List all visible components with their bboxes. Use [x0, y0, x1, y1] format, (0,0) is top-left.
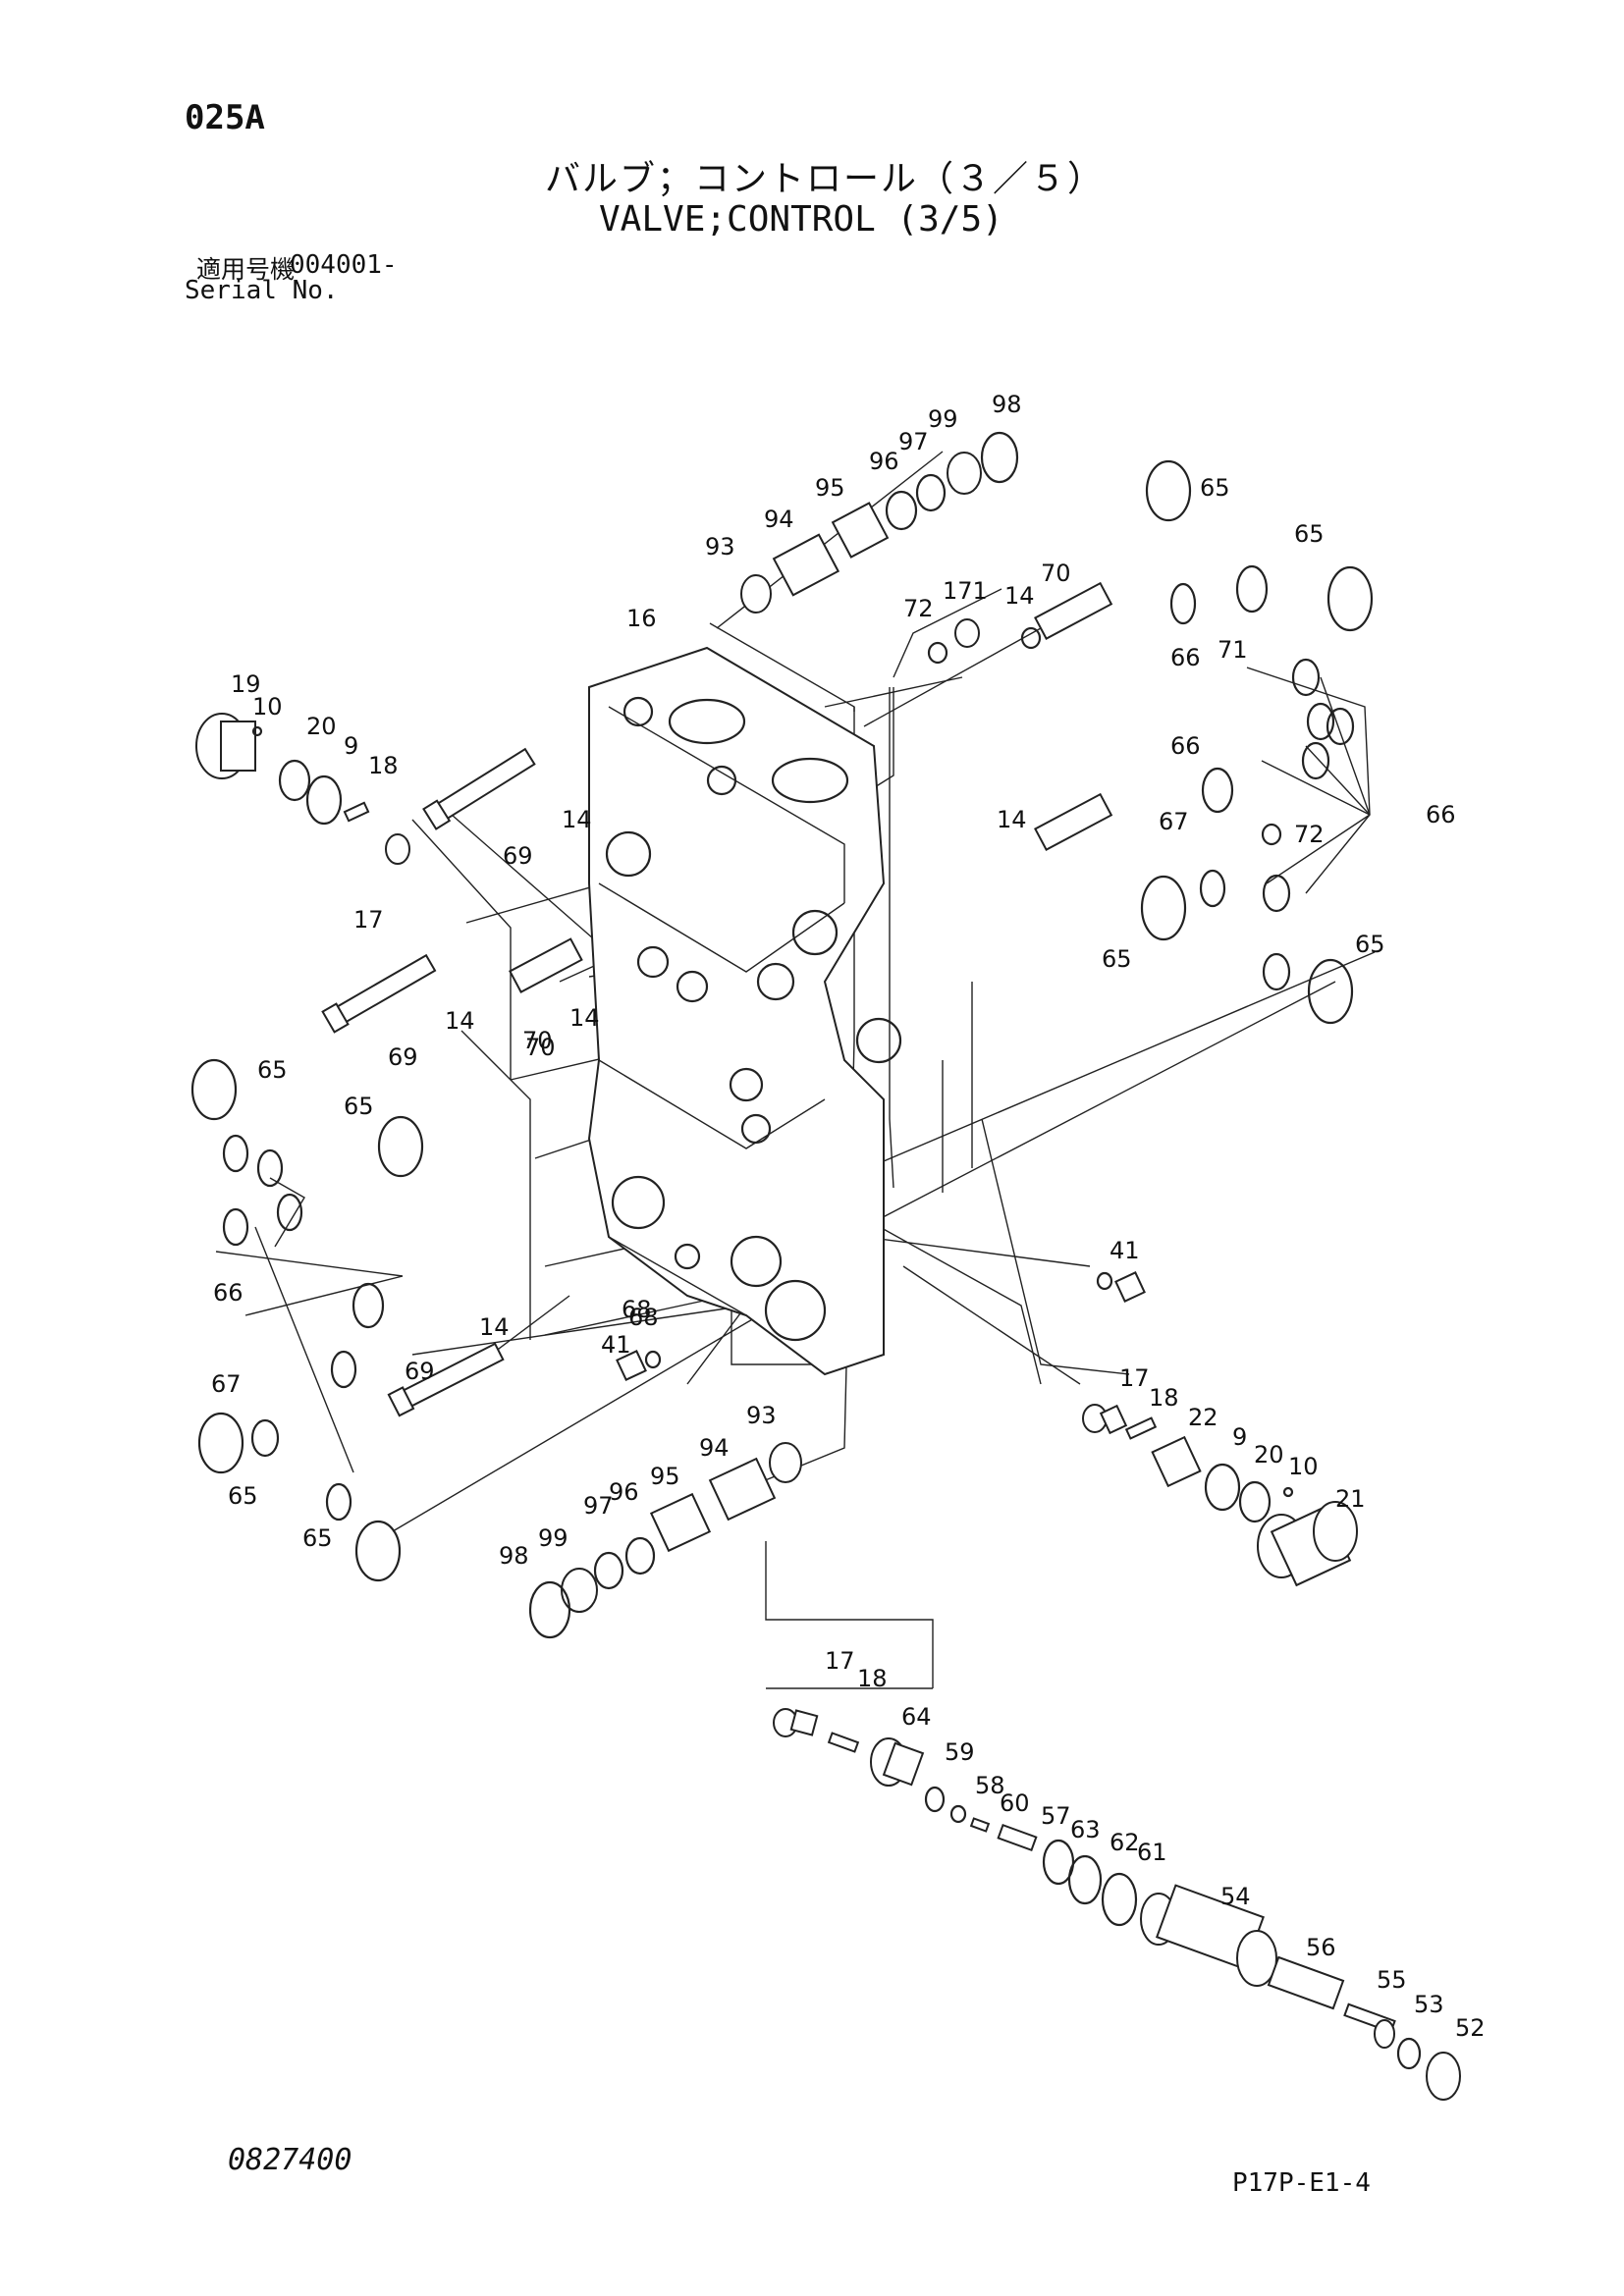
callout-label: 10 — [252, 693, 283, 721]
callout-label: 56 — [1306, 1934, 1336, 1961]
callout-label: 70 — [1041, 560, 1071, 587]
spring-assembly-upper — [740, 431, 1042, 665]
callout-label: 64 — [901, 1703, 932, 1731]
callout-label: 16 — [626, 605, 657, 632]
callout-label: 14 — [562, 806, 592, 833]
callout-label: 14 — [479, 1313, 510, 1341]
callout-label: 66 — [213, 1279, 244, 1307]
callout-label: 67 — [211, 1370, 242, 1398]
callout-label: 65 — [1200, 474, 1230, 502]
plug-assembly-left — [195, 713, 410, 865]
valve-body — [587, 646, 902, 1376]
relief-valve-assembly — [773, 1708, 1461, 2101]
callout-label: 99 — [928, 405, 958, 433]
callout-label: 20 — [306, 713, 337, 740]
callout-label: 96 — [869, 448, 899, 475]
callout-label: 18 — [1149, 1384, 1179, 1412]
callout-label: 59 — [945, 1738, 975, 1766]
callout-label: 17 — [1119, 1364, 1150, 1392]
callout-label: 20 — [1254, 1441, 1284, 1468]
callout-label: 97 — [898, 428, 929, 455]
callout-label: 41 — [601, 1331, 631, 1359]
callout-label: 65 — [1355, 931, 1385, 958]
callout-label: 95 — [650, 1463, 680, 1490]
callout-label: 69 — [503, 842, 533, 870]
callout-label: 65 — [228, 1482, 258, 1510]
callout-label: 17 — [825, 1647, 855, 1675]
callout-label: 14 — [1004, 582, 1035, 610]
document-number: 0827400 — [228, 2143, 352, 2177]
callout-label: 95 — [815, 474, 845, 502]
callout-label: 66 — [1426, 801, 1456, 828]
callout-label: 60 — [1000, 1789, 1030, 1817]
callout-label: 53 — [1414, 1991, 1444, 2018]
page-code: P17P-E1-4 — [1232, 2168, 1371, 2198]
callout-label: 94 — [764, 506, 794, 533]
callout-label: 67 — [1159, 808, 1189, 835]
callout-label: 54 — [1220, 1883, 1251, 1910]
callout-label: 65 — [257, 1056, 288, 1084]
callout-label: 52 — [1455, 2014, 1486, 2042]
callout-label: 98 — [499, 1542, 529, 1570]
plug-assembly-right — [616, 1271, 1358, 1587]
callout-label: 14 — [569, 1004, 600, 1032]
callout-label: 10 — [1288, 1453, 1319, 1480]
page-title: VALVE;CONTROL (3/5) — [599, 199, 1003, 240]
page-id: 025A — [185, 98, 265, 137]
callout-label: 9 — [344, 732, 358, 760]
callout-label: 41 — [1110, 1237, 1140, 1264]
callout-label: 58 — [975, 1772, 1005, 1799]
callout-label: 72 — [903, 595, 934, 622]
callout-label: 93 — [705, 533, 735, 561]
callout-label: 70 — [525, 1034, 556, 1061]
callout-label: 97 — [583, 1492, 614, 1520]
callout-label: 65 — [344, 1093, 374, 1120]
callout-label: 70 — [522, 1027, 553, 1054]
spring-assembly-lower — [528, 1442, 802, 1639]
callout-label: 171 — [943, 577, 988, 605]
callout-label: 72 — [1294, 821, 1325, 848]
callout-label: 9 — [1232, 1423, 1247, 1451]
callout-label: 69 — [388, 1043, 418, 1071]
serial-label-japanese: 適用号機 — [196, 255, 296, 284]
callout-label: 99 — [538, 1524, 568, 1552]
callout-label: 22 — [1188, 1404, 1218, 1431]
callout-label: 57 — [1041, 1802, 1071, 1830]
bolts — [321, 581, 1113, 1417]
serial-label: Serial No. — [185, 276, 339, 305]
callout-label: 71 — [1218, 636, 1248, 664]
callout-label: 19 — [231, 670, 261, 698]
callout-label: 98 — [992, 391, 1022, 418]
callout-label: 65 — [1294, 520, 1325, 548]
page-title-japanese: バルブ；コントロール（３／５） — [545, 159, 1106, 199]
callout-label: 65 — [302, 1524, 333, 1552]
callout-label: 65 — [1102, 945, 1132, 973]
callout-label: 21 — [1335, 1485, 1366, 1513]
callout-label: 62 — [1110, 1829, 1140, 1856]
callout-label: 17 — [353, 906, 384, 934]
callout-label: 14 — [445, 1007, 475, 1035]
callout-label: 63 — [1070, 1816, 1101, 1843]
callout-label: 55 — [1377, 1966, 1407, 1994]
callout-label: 93 — [746, 1402, 777, 1429]
callout-label: 96 — [609, 1478, 639, 1506]
o-rings — [190, 459, 1374, 1582]
callout-label: 68 — [622, 1296, 652, 1323]
callout-label: 14 — [997, 806, 1027, 833]
callout-label: 69 — [405, 1358, 435, 1385]
callout-label: 66 — [1170, 732, 1201, 760]
callout-label: 18 — [857, 1665, 888, 1692]
serial-value: 004001- — [290, 250, 398, 280]
callout-label: 94 — [699, 1434, 730, 1462]
callout-label: 66 — [1170, 644, 1201, 671]
callout-label: 68 — [628, 1304, 659, 1331]
callout-label: 18 — [368, 752, 399, 779]
callout-label: 61 — [1137, 1839, 1167, 1866]
